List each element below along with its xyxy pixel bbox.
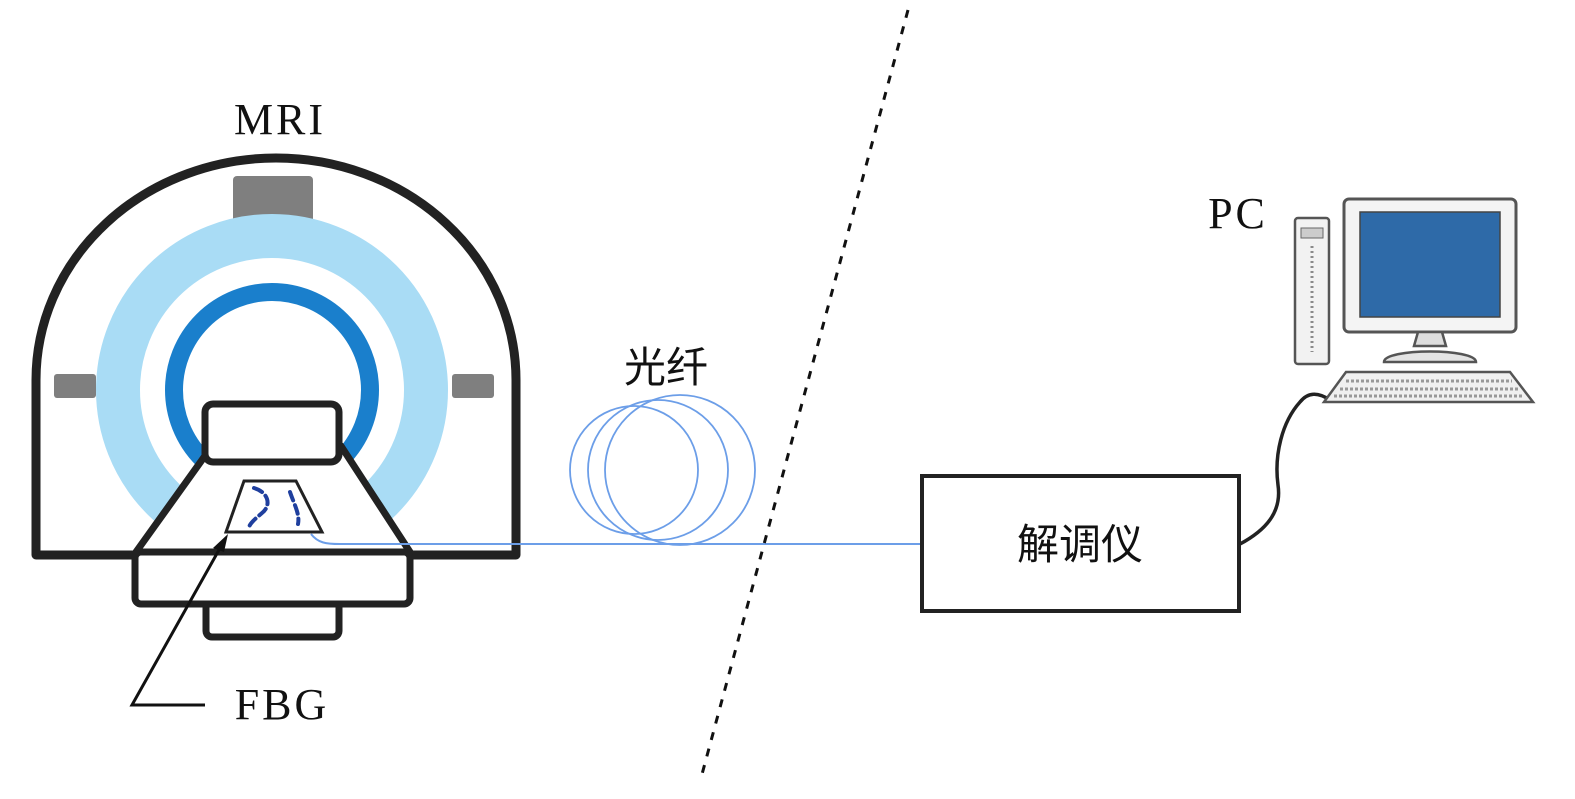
fiber-lead (310, 533, 920, 545)
demodulator-box (920, 474, 1241, 613)
pc-label: PC (1208, 189, 1268, 238)
mri-top-block (233, 176, 313, 225)
fiber-coil-icon (310, 394, 920, 546)
demodulator-label: 解调仪 (1017, 520, 1143, 569)
pc-monitor-base (1382, 350, 1478, 364)
fbg-arrowhead (213, 534, 228, 552)
fbg-label: FBG (235, 680, 330, 729)
fiber-label: 光纤 (624, 343, 708, 392)
pc-monitor-stand (1412, 330, 1448, 348)
pc-screen (1359, 211, 1501, 318)
fiber-loop-2 (587, 399, 729, 541)
fbg-sensor-icon (223, 479, 325, 534)
demodulator-pc-cable (1239, 392, 1331, 546)
fbg-marks (247, 486, 301, 530)
fiber-loop-3 (604, 394, 756, 546)
pc-drive-slot (1300, 227, 1324, 239)
mri-right-block (452, 374, 494, 398)
bed-headrest (201, 400, 343, 466)
fbg-leader-line (129, 540, 226, 707)
computer-icon (1293, 197, 1536, 404)
mri-left-block (54, 374, 96, 398)
fiber-loop-1 (569, 405, 699, 535)
bed-base (131, 548, 414, 608)
room-boundary-line (699, 9, 910, 779)
mri-label: MRI (234, 95, 326, 144)
fbg-pointer (129, 534, 228, 707)
